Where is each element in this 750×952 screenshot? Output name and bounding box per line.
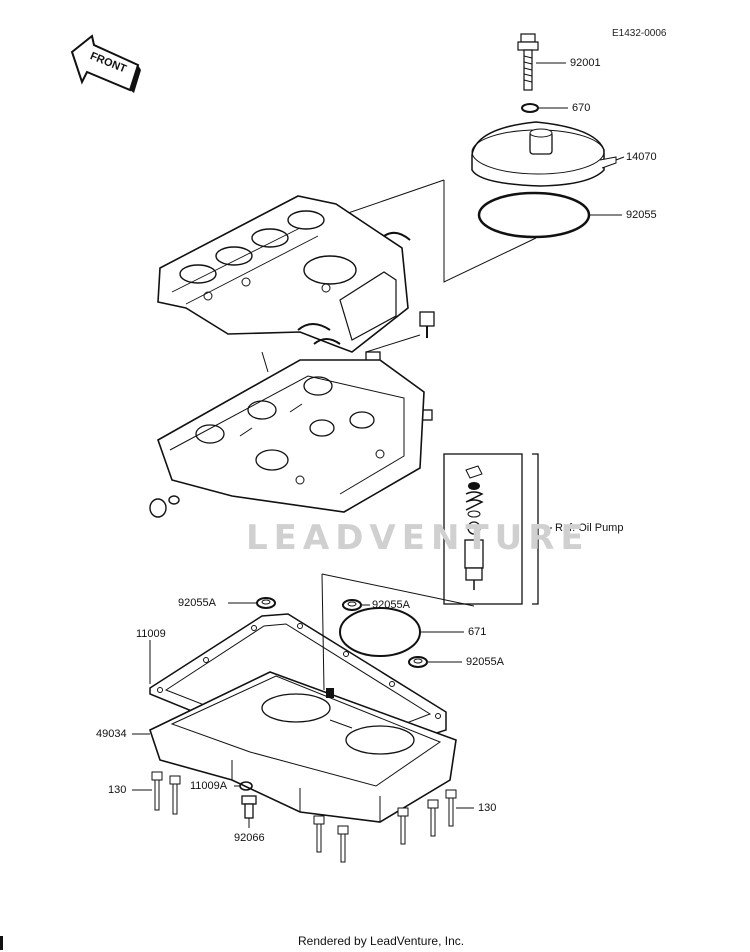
- oil-pan-49034[interactable]: [149, 671, 457, 823]
- bolt-92001[interactable]: [517, 33, 539, 91]
- footer-credit: Rendered by LeadVenture, Inc.: [298, 934, 465, 948]
- drain-plug-left[interactable]: [149, 495, 180, 518]
- label-14070[interactable]: 14070: [626, 151, 657, 163]
- label-92066[interactable]: 92066: [234, 832, 265, 844]
- label-92055[interactable]: 92055: [626, 209, 657, 221]
- upper-crankcase[interactable]: [157, 195, 409, 353]
- label-92055a-left[interactable]: 92055A: [178, 597, 216, 609]
- ref-oil-pump-label: Ref. Oil Pump: [555, 522, 624, 534]
- oil-pump-reference-box: [443, 453, 552, 605]
- cover-14070[interactable]: [471, 121, 617, 187]
- label-92055a-right[interactable]: 92055A: [466, 656, 504, 668]
- label-670[interactable]: 670: [572, 102, 591, 114]
- label-11009a[interactable]: 11009A: [190, 780, 228, 792]
- label-49034[interactable]: 49034: [96, 728, 127, 740]
- watermark: LEADVENTURE: [246, 518, 590, 558]
- label-130-right[interactable]: 130: [478, 802, 497, 814]
- oil-pressure-switch[interactable]: [419, 311, 435, 338]
- margin-mark: [0, 936, 3, 950]
- seal-92055a-left[interactable]: [256, 597, 276, 609]
- o-ring-92055[interactable]: [477, 191, 591, 239]
- o-ring-670[interactable]: [521, 103, 539, 113]
- lower-crankcase[interactable]: [157, 359, 425, 513]
- label-11009[interactable]: 11009: [136, 628, 166, 640]
- label-92055a-mid[interactable]: 92055A: [372, 599, 410, 611]
- seal-92055a-mid[interactable]: [342, 599, 362, 611]
- label-92001[interactable]: 92001: [570, 57, 601, 69]
- bolts-130-left[interactable]: [151, 771, 181, 815]
- label-671[interactable]: 671: [468, 626, 487, 638]
- diagram-code: E1432-0006: [612, 28, 667, 39]
- bolts-130-right[interactable]: [313, 789, 457, 863]
- o-ring-671[interactable]: [339, 607, 421, 657]
- oil-pump-relief-parts[interactable]: [464, 465, 484, 590]
- label-130-left[interactable]: 130: [108, 784, 127, 796]
- seal-92055a-right[interactable]: [408, 656, 428, 668]
- drain-plug-92066[interactable]: [241, 795, 257, 828]
- front-arrow-icon: FRONT: [70, 34, 141, 93]
